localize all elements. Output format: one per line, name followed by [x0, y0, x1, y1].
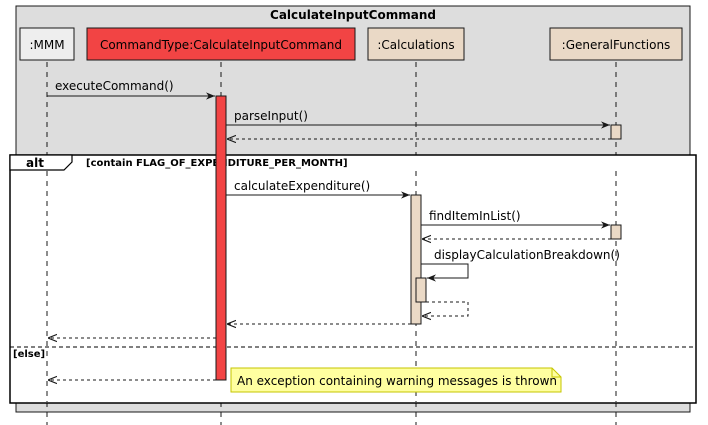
participant-calculations: :Calculations: [367, 27, 465, 61]
participant-general-functions: :GeneralFunctions: [549, 27, 683, 61]
activation-gf-1: [610, 124, 622, 140]
arrow-display-breakdown: [421, 263, 469, 282]
label-execute-command: executeCommand(): [55, 79, 174, 93]
participant-mmm: :MMM: [19, 27, 75, 61]
label-parse-input: parseInput(): [234, 109, 308, 123]
svg-text::GeneralFunctions: :GeneralFunctions: [562, 38, 671, 52]
activation-cmd: [215, 95, 227, 381]
alt-fragment-tab: [9, 154, 73, 171]
participant-command-type: CommandType:CalculateInputCommand: [86, 27, 356, 61]
svg-text::Calculations: :Calculations: [377, 38, 454, 52]
note-text: An exception containing warning messages…: [237, 374, 557, 388]
alt-keyword: alt: [26, 156, 44, 170]
alt-fragment: [9, 154, 697, 404]
return-display-breakdown: [422, 301, 469, 316]
activation-calc-self: [415, 277, 427, 303]
label-find-item: findItemInList(): [429, 209, 521, 223]
label-display-breakdown: displayCalculationBreakdown(): [434, 248, 620, 262]
alt-guard-2: [else]: [13, 349, 45, 360]
exception-note: An exception containing warning messages…: [230, 367, 562, 393]
svg-text:CommandType:CalculateInputComm: CommandType:CalculateInputCommand: [100, 38, 342, 52]
activation-gf-2: [610, 224, 622, 240]
group-title: CalculateInputCommand: [270, 8, 436, 22]
label-calculate-expenditure: calculateExpenditure(): [234, 179, 370, 193]
svg-text::MMM: :MMM: [29, 38, 64, 52]
activation-calc: [410, 194, 422, 325]
